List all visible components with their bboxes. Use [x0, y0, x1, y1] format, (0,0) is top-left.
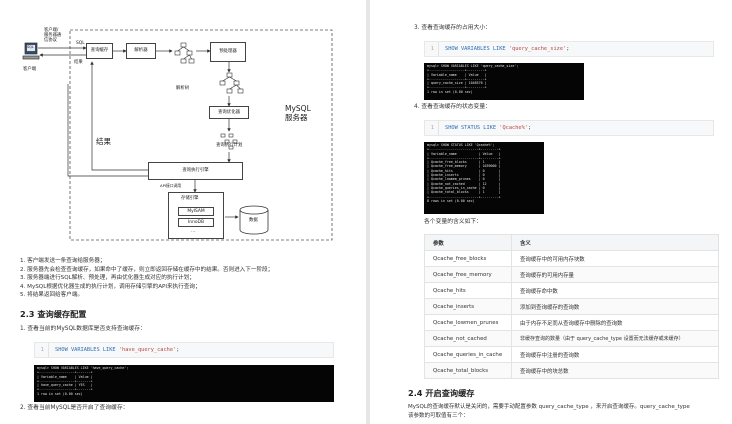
- section-heading-2-4: 2.4 开启查询缓存: [408, 388, 475, 398]
- preprocessor-box: 预处理器: [210, 42, 246, 62]
- terminal-output-1: mysql> SHOW VARIABLES LIKE 'have_query_c…: [34, 365, 334, 402]
- engine-ellipsis: …: [191, 229, 196, 234]
- code-block-3: 1 SHOW VARIABLES LIKE 'query_cache_size'…: [424, 41, 714, 57]
- exec-plan-label: 查询执行计划: [216, 143, 243, 148]
- code-end: ;: [176, 347, 180, 353]
- code-string: 'query_cache_size': [508, 46, 567, 52]
- list-item: 1. 客户端发送一条查询给服务器；: [20, 258, 106, 264]
- page-gutter: [366, 0, 370, 424]
- client-label: 客户端: [23, 67, 37, 72]
- terminal-output-3: mysql> SHOW VARIABLES LIKE 'query_cache_…: [424, 63, 584, 100]
- code-keyword: SHOW STATUS: [445, 125, 481, 131]
- list-item: 2. 服务器先会检查查询缓存，如果命中了缓存，则立即返回存储在缓存中的结果。否则…: [20, 266, 274, 273]
- step-3-text: 3. 查看查询缓存的占用大小：: [414, 25, 491, 31]
- storage-engine-box: 存储引擎 MyISAM InnoDB …: [168, 192, 224, 239]
- header-meaning: 含义: [511, 234, 719, 251]
- code-block-1: 1 SHOW VARIABLES LIKE 'have_query_cache'…: [34, 342, 334, 358]
- myisam-box: MyISAM: [178, 207, 214, 216]
- result-top-label: 结果: [74, 60, 83, 65]
- code-end: ;: [566, 46, 570, 52]
- step-4-text: 4. 查看查询缓存的状态变量：: [414, 104, 491, 110]
- list-item: 3. 服务器端进行SQL解析、预处理，再由优化器生成对应的执行计划；: [20, 275, 195, 282]
- paragraph-line-1: MySQL的查询缓存默认是关闭的，需要手动配置参数 query_cache_ty…: [408, 404, 690, 410]
- parser-box: 解析器: [126, 43, 156, 59]
- paragraph-line-2: 该参数的可取值有三个：: [408, 413, 469, 419]
- diagram-connectors: [22, 29, 333, 241]
- terminal-output-4: mysql> SHOW STATUS LIKE 'Qcache%'; +----…: [424, 142, 544, 214]
- step-2-text: 2. 查看当前MySQL是否开启了查询缓存：: [20, 405, 129, 411]
- optimizer-box: 查询优化器: [209, 106, 249, 119]
- line-number: 1: [425, 42, 439, 56]
- execution-engine-box: 查询执行引擎: [148, 162, 243, 180]
- list-item: 5. 将结果返回给客户端。: [20, 292, 84, 299]
- data-label: 数据: [249, 218, 258, 223]
- left-page: SQL 客户端 客户端/ 服务器通 信协议 SQL 结果 查询缓存 解析器 预处…: [0, 0, 366, 411]
- code-keyword: LIKE: [492, 46, 506, 52]
- code-string: 'have_query_cache': [118, 347, 177, 353]
- sql-arrow-label: SQL: [76, 41, 85, 46]
- code-block-4: 1 SHOW STATUS LIKE 'Qcache%';: [424, 120, 714, 136]
- client-computer-icon: [22, 42, 40, 60]
- code-keyword: LIKE: [102, 347, 116, 353]
- mysql-architecture-diagram: SQL 客户端 客户端/ 服务器通 信协议 SQL 结果 查询缓存 解析器 预处…: [0, 0, 366, 250]
- header-param: 参数: [424, 234, 512, 251]
- api-call-label: API接口调用: [160, 183, 182, 188]
- database-cylinder: [239, 205, 269, 235]
- code-keyword: SHOW VARIABLES: [55, 347, 100, 353]
- step-1-text: 1. 查看当前的MySQL数据库是否支持查询缓存：: [20, 326, 146, 332]
- list-item: 4. MySQL根据优化器生成的执行计划，调用存储引擎的API来执行查询；: [20, 283, 201, 290]
- right-page: 3. 查看查询缓存的占用大小： 1 SHOW VARIABLES LIKE 'q…: [370, 0, 732, 424]
- server-boundary: [69, 29, 333, 241]
- code-keyword: LIKE: [483, 125, 497, 131]
- section-heading-2-3: 2.3 查询缓存配置: [20, 309, 87, 319]
- process-steps-list: 1. 客户端发送一条查询给服务器； 2. 服务器先会检查查询缓存，如果命中了缓存…: [20, 257, 273, 300]
- innodb-box: InnoDB: [178, 218, 214, 227]
- code-string: 'Qcache%': [499, 125, 528, 131]
- code-keyword: SHOW VARIABLES: [445, 46, 490, 52]
- code-end: ;: [527, 125, 532, 131]
- protocol-label: 客户端/ 服务器通 信协议: [44, 28, 62, 43]
- line-number: 1: [425, 121, 439, 135]
- query-cache-box: 查询缓存: [86, 43, 113, 59]
- parse-tree-label: 解析树: [176, 86, 190, 91]
- line-number: 1: [35, 343, 49, 357]
- client-screen-label: SQL: [27, 44, 34, 49]
- storage-engine-title: 存储引擎: [181, 196, 199, 201]
- meaning-intro: 各个变量的含义如下：: [424, 219, 482, 225]
- server-title: MySQL 服务器: [285, 104, 311, 123]
- result-mid-label: 结果: [96, 137, 111, 146]
- table-header-row: 参数 含义: [424, 234, 719, 251]
